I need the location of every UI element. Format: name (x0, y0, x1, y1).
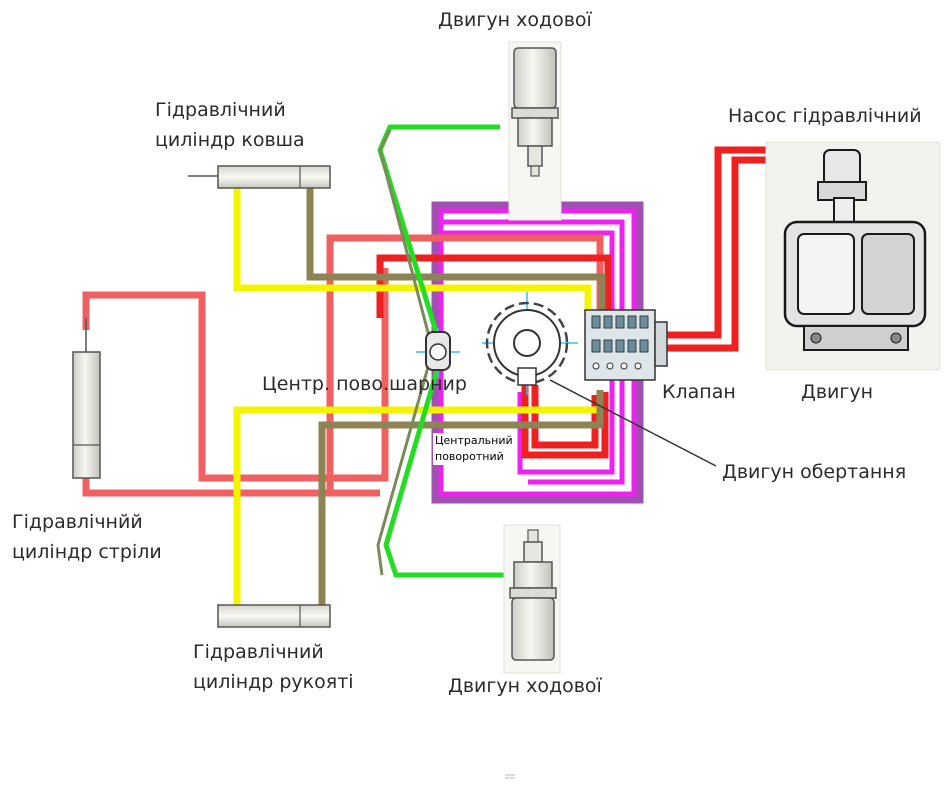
olive-lines (306, 188, 606, 605)
travel-motor-top (508, 41, 562, 221)
boom-cylinder-label-line2: циліндр стріли (12, 541, 162, 563)
page-mark (505, 774, 515, 779)
control-valve (584, 309, 668, 381)
travel-motor-bottom-label: Двигун ходової (448, 675, 602, 697)
central-rotary-label-line2: поворотний (433, 449, 506, 465)
arm-cylinder-label-line1: Гідравлічний (193, 641, 324, 663)
arm-cylinder (217, 604, 331, 628)
travel-motor-lines (376, 124, 505, 578)
travel-motor-top-label: Двигун ходової (438, 9, 592, 31)
swing-motor (482, 292, 717, 467)
pump-engine (765, 141, 941, 371)
bucket-cylinder-label-line1: Гідравлічний (155, 99, 286, 121)
pump-label: Насос гідравлічний (728, 105, 922, 127)
arm-cylinder-label-line2: циліндр рукояті (193, 671, 354, 693)
valve-label: Клапан (662, 381, 736, 403)
bucket-cylinder-label-line2: циліндр ковша (155, 129, 305, 151)
central-rotary-label-line1: Центральний (433, 433, 515, 449)
travel-motor-bottom (503, 524, 561, 674)
central-swing-joint (416, 328, 460, 378)
swing-motor-label: Двигун обертання (722, 461, 907, 483)
swing-joint-label: Центр. пово.шарнир (262, 373, 467, 395)
engine-label: Двигун (801, 381, 874, 403)
boom-cylinder (72, 318, 101, 479)
bucket-cylinder (188, 165, 331, 189)
boom-cylinder-label-line1: Гідравлічнйй (12, 511, 143, 533)
